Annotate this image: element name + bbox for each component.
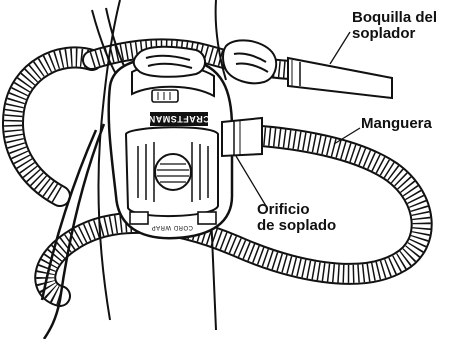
cord-wrap-text: CORD WRAP — [151, 224, 193, 230]
blower-body — [109, 58, 232, 238]
brand-badge-text: CRAFTSMAN — [148, 114, 210, 124]
callout-hose-line1: Manguera — [361, 116, 432, 132]
callout-port-line1: Orificio — [257, 202, 336, 218]
callout-port-line2: de soplado — [257, 218, 336, 234]
blower-port — [222, 118, 262, 156]
callout-port: Orificio de soplado — [257, 202, 336, 234]
callout-hose: Manguera — [361, 116, 432, 132]
callout-nozzle: Boquilla del soplador — [352, 10, 437, 42]
blower-nozzle — [288, 58, 392, 98]
callout-nozzle-line2: soplador — [352, 26, 437, 42]
callout-nozzle-line1: Boquilla del — [352, 10, 437, 26]
